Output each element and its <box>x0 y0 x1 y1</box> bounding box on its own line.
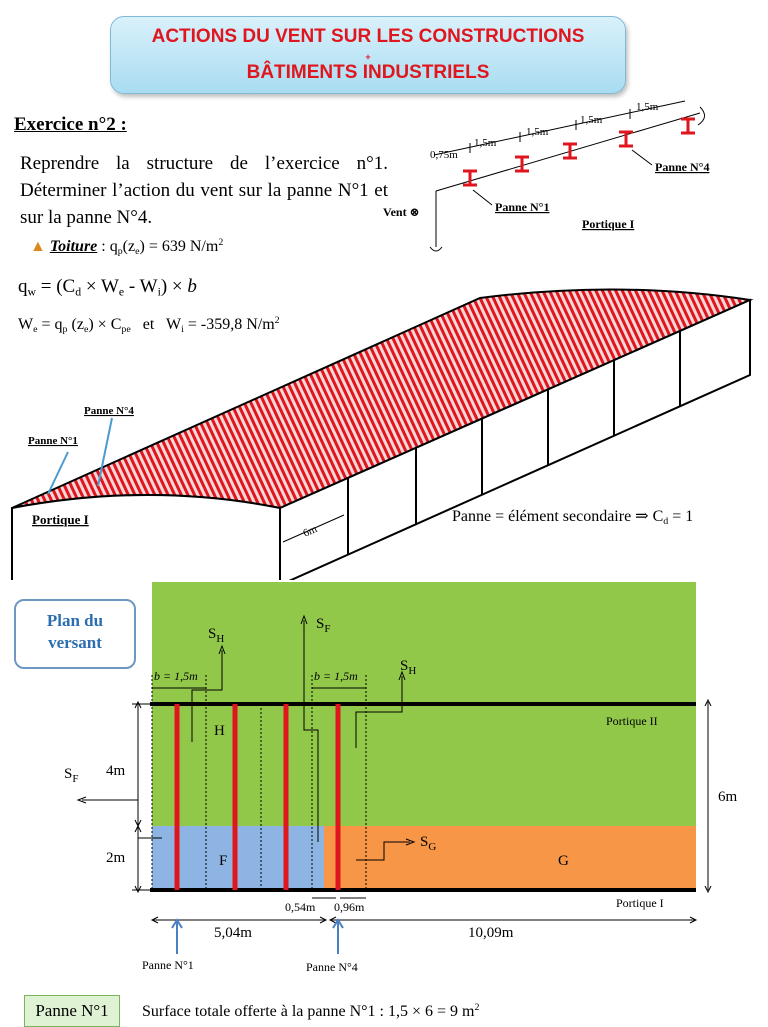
spacing-label: 6m <box>301 523 319 540</box>
sketch-portique-label: Portique I <box>582 217 635 231</box>
exercise-heading: Exercice n°2 : <box>14 114 127 135</box>
plan-panne4-label: Panne N°4 <box>306 960 358 974</box>
portique-label-3d: Portique I <box>32 512 89 527</box>
b-label-right: b = 1,5m <box>314 669 358 683</box>
panne1-label-3d: Panne N°1 <box>28 435 78 447</box>
we-tail: et W <box>130 316 182 333</box>
plan-panne1-label: Panne N°1 <box>142 958 194 972</box>
vent-label: Vent ⊗ <box>383 205 420 219</box>
dim-15-d: 1,5m <box>636 101 659 113</box>
b-label-left: b = 1,5m <box>154 669 198 683</box>
panne-note-text: Panne = élément secondaire ⇒ C <box>452 508 664 525</box>
zone-f-area <box>152 826 324 890</box>
zone-g-letter: G <box>558 853 569 869</box>
plan-box-line2: versant <box>48 633 102 652</box>
toiture-value: = 639 N/m <box>144 238 219 255</box>
sketch-panne4-label: Panne N°4 <box>655 160 709 174</box>
panne-note: Panne = élément secondaire ⇒ Cd = 1 <box>452 508 694 527</box>
formula-we: We = qp (ze) × Cpe et Wi = -359,8 N/m2 <box>18 315 280 335</box>
zone-g-area <box>324 826 696 890</box>
dim-1009: 10,09m <box>468 925 514 941</box>
sf-label-left: SF <box>64 766 78 785</box>
title-line-1: ACTIONS DU VENT SUR LES CONSTRUCTIONS <box>151 26 585 47</box>
dim-504: 5,04m <box>214 925 252 941</box>
gable-wall <box>11 494 281 580</box>
dim-4m: 4m <box>106 763 126 779</box>
title-banner: ACTIONS DU VENT SUR LES CONSTRUCTIONS + … <box>110 16 626 94</box>
sketch-panne1-label: Panne N°1 <box>495 200 549 214</box>
title-plus: + <box>365 52 371 62</box>
dim-096: 0,96m <box>334 900 365 914</box>
portique-i-label: Portique I <box>616 896 664 910</box>
toiture-line: ▲ Toiture : qp(ze) = 639 N/m2 <box>30 237 224 257</box>
dim-6m: 6m <box>718 789 738 805</box>
surface-text: Surface totale offerte à la panne N°1 : … <box>142 1003 475 1020</box>
formula-qw: qw = (Cd × We - Wi) × b <box>18 276 197 299</box>
dim-054: 0,54m <box>285 900 316 914</box>
dim-15-b: 1,5m <box>526 126 549 138</box>
plan-diagram: b = 1,5m b = 1,5m SH SH SF SF SG H F G P… <box>64 582 738 974</box>
dim-075: 0,75m <box>430 149 458 161</box>
dim-2m: 2m <box>106 850 126 866</box>
plan-versant-box: Plan du versant <box>14 599 136 669</box>
panne4-label-3d: Panne N°4 <box>84 405 134 417</box>
zone-f-letter: F <box>219 853 227 869</box>
dim-15-c: 1,5m <box>580 114 603 126</box>
toiture-icon: ▲ <box>30 238 46 255</box>
toiture-label: Toiture <box>49 238 98 255</box>
panne1-tag: Panne N°1 <box>24 995 120 1027</box>
portique-ii-label: Portique II <box>606 714 658 728</box>
exercise-statement: Reprendre la structure de l’exercice n°1… <box>20 153 388 228</box>
plan-box-line1: Plan du <box>46 611 104 630</box>
dim-15-a: 1,5m <box>474 137 497 149</box>
building-3d: 6m Panne N°4 Panne N°1 Portique I <box>11 288 754 580</box>
roof-section-sketch: 0,75m 1,5m 1,5m 1,5m 1,5m Vent ⊗ Panne N… <box>383 100 709 252</box>
title-line-2: BÂTIMENTS INDUSTRIELS <box>246 62 490 83</box>
wi-value: = -359,8 N/m <box>183 316 275 333</box>
zone-h-letter: H <box>214 723 225 739</box>
panne-note-tail: = 1 <box>668 508 694 525</box>
surface-line: Surface totale offerte à la panne N°1 : … <box>142 1002 480 1020</box>
